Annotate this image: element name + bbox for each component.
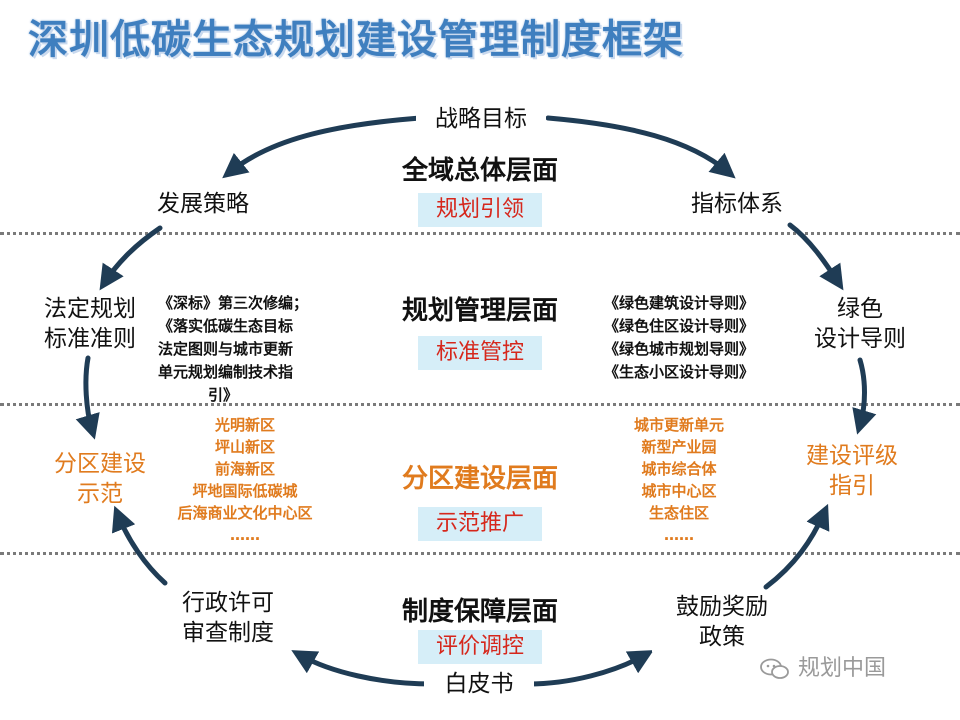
watermark-text: 规划中国 <box>798 656 887 681</box>
arrow-mid-left-to-lower-left <box>75 355 100 440</box>
divider-1 <box>0 232 960 235</box>
layer-tag-management: 标准管控 <box>418 336 542 370</box>
divider-2 <box>0 403 960 406</box>
layer-tag-guarantee: 评价调控 <box>418 630 542 664</box>
planning-right-text: 《绿色建筑设计导则》 《绿色住区设计导则》 《绿色城市规划导则》 《生态小区设计… <box>604 294 755 381</box>
layer-tag-district: 示范推广 <box>418 507 542 541</box>
arrow-upper-right-to-mid-right <box>787 222 844 291</box>
arrow-upper-left-to-mid-left <box>99 225 163 291</box>
node-incentive-policy: 鼓励奖励 政策 <box>652 592 792 652</box>
wechat-icon <box>760 658 789 679</box>
arrow-bottom-to-bottom-left <box>291 650 435 687</box>
node-rating-guide: 建设评级 指引 <box>806 443 898 499</box>
node-white-paper: 白皮书 <box>424 669 534 699</box>
layer-title-overall: 全域总体层面 <box>401 156 558 186</box>
layer-tag-overall: 规划引领 <box>418 193 542 227</box>
node-indicator-system: 指标体系 <box>672 189 802 219</box>
node-admin-permit: 行政许可 审查制度 <box>158 588 298 648</box>
arrow-top-to-upper-right <box>545 115 736 179</box>
arrow-bottom-to-bottom-right <box>525 650 654 687</box>
node-green-design-guide: 绿色 设计导则 <box>790 294 930 354</box>
node-district-demonstration: 分区建设 示范 <box>54 451 146 507</box>
arrow-mid-right-to-lower-right <box>852 357 877 435</box>
district-right-list: 城市更新单元 新型产业园 城市综合体 城市中心区 生态住区 …… <box>633 416 724 544</box>
node-strategic-goal: 战略目标 <box>416 104 546 134</box>
arrow-bottom-left-to-lower-left <box>111 505 168 586</box>
layer-title-district: 分区建设层面 <box>401 464 558 494</box>
watermark: 规划中国 <box>760 652 950 686</box>
divider-3 <box>0 552 960 555</box>
layer-title-management: 规划管理层面 <box>401 296 558 326</box>
node-development-strategy: 发展策略 <box>138 189 268 219</box>
planning-left-text: 《深标》第三次修编； 《落实低碳生态目标 法定图则与城市更新 单元规划编制技术指… <box>158 294 309 404</box>
node-statutory-planning: 法定规划 标准准则 <box>20 294 160 354</box>
arrow-bottom-right-to-lower-right <box>763 503 830 590</box>
arrow-top-to-upper-left <box>222 115 423 179</box>
district-left-list: 光明新区 坪山新区 前海新区 坪地国际低碳城 后海商业文化中心区 …… <box>177 416 313 544</box>
page-title: 深圳低碳生态规划建设管理制度框架 <box>28 17 684 63</box>
layer-title-guarantee: 制度保障层面 <box>401 597 558 627</box>
